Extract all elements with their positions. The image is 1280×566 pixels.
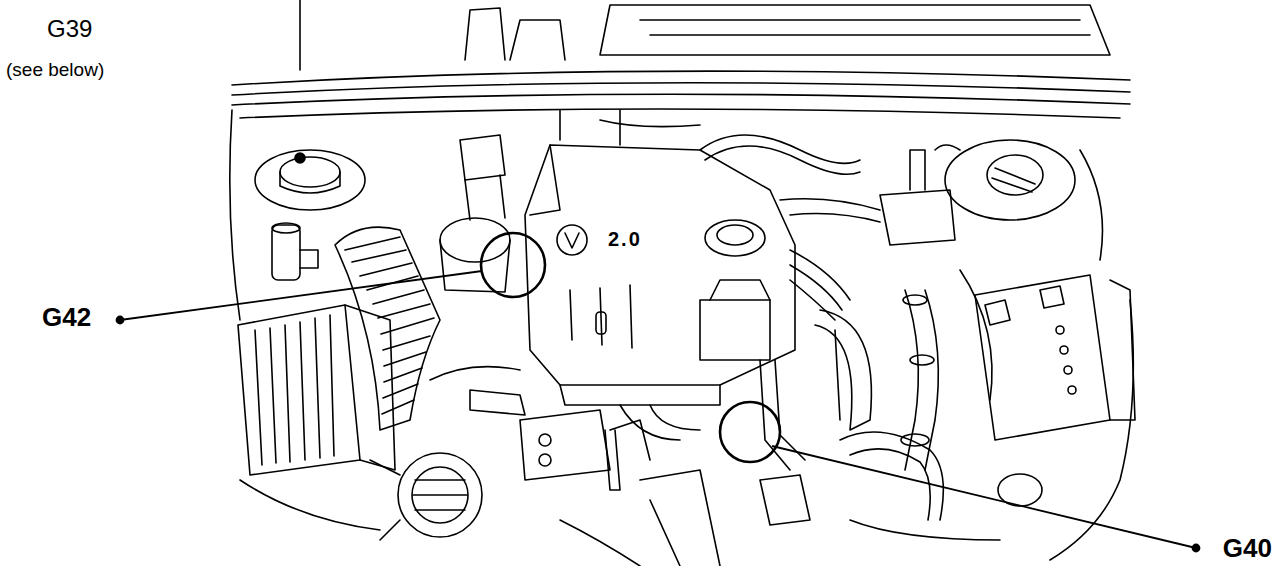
leader-dot <box>1193 545 1200 552</box>
illustration-line <box>370 460 400 540</box>
illustration-line <box>539 434 551 446</box>
illustration-line <box>440 218 510 262</box>
illustration-line <box>700 135 860 163</box>
illustration-line <box>700 300 770 360</box>
illustration-line <box>1064 366 1072 374</box>
illustration-line <box>240 109 1120 118</box>
illustration-line <box>299 0 301 70</box>
illustration-line <box>815 310 871 430</box>
illustration-line <box>238 305 360 475</box>
illustration-line <box>460 135 505 180</box>
illustration-line <box>295 153 305 163</box>
illustration-line <box>835 330 840 420</box>
illustration-line <box>1056 326 1064 334</box>
illustration-line <box>1050 300 1133 560</box>
part-code: G40 <box>1223 534 1272 563</box>
illustration-line <box>903 295 927 305</box>
illustration-line <box>272 223 300 233</box>
illustration-line <box>240 480 380 530</box>
illustration-line <box>710 280 770 300</box>
illustration-line <box>560 110 620 145</box>
illustration-line <box>720 402 780 462</box>
illustration-line <box>1068 386 1076 394</box>
engine-badge-text: 2.0 <box>606 228 644 250</box>
illustration-line <box>640 470 720 566</box>
illustration-line <box>790 250 850 320</box>
illustration-line <box>850 449 930 520</box>
illustration-line <box>987 155 1043 195</box>
illustration-line <box>596 312 606 334</box>
illustration-line <box>790 214 880 222</box>
illustration-line <box>412 467 468 523</box>
illustration-line <box>230 110 240 320</box>
illustration-line <box>992 168 1035 192</box>
illustration-line <box>430 367 520 380</box>
illustration-line <box>481 233 545 297</box>
illustration-line <box>880 190 955 245</box>
illustration-line <box>840 432 943 520</box>
illustration-line <box>1040 286 1064 308</box>
illustration-line <box>901 434 929 446</box>
illustration-line <box>905 290 918 470</box>
engine-bay-drawing <box>230 0 1135 566</box>
illustration-line <box>760 360 805 470</box>
illustration-line <box>465 8 505 60</box>
leader-line <box>772 446 1196 548</box>
illustration-line <box>850 520 1000 540</box>
illustration-line <box>560 385 720 405</box>
illustration-line <box>910 150 925 190</box>
leader-lines <box>117 271 1200 552</box>
illustration-line <box>525 145 795 385</box>
illustration-line <box>440 240 510 292</box>
illustration-line <box>780 199 880 210</box>
illustration-line <box>560 520 640 566</box>
illustration-line <box>570 285 632 348</box>
illustration-line <box>717 225 753 245</box>
illustration-line <box>280 157 340 187</box>
illustration-line <box>335 227 440 430</box>
illustration-line <box>640 20 1090 35</box>
illustration-line <box>232 94 1130 105</box>
illustration-line <box>255 150 365 210</box>
illustration-line <box>565 233 579 248</box>
illustration-line <box>975 275 1110 440</box>
illustration-line <box>345 237 434 414</box>
illustration-line <box>935 145 960 150</box>
part-code: G42 <box>42 303 91 332</box>
illustration-line <box>605 430 620 490</box>
illustration-line <box>705 220 765 256</box>
illustration-line <box>910 355 934 365</box>
illustration-line <box>760 475 810 525</box>
illustration-line <box>945 140 1075 220</box>
leader-line <box>120 271 482 320</box>
leader-dot <box>117 317 124 324</box>
illustration-line <box>1060 346 1068 354</box>
illustration-line <box>232 83 1130 95</box>
illustration-line <box>398 453 482 537</box>
note-text: (see below) <box>6 60 104 81</box>
illustration-line <box>1080 150 1103 260</box>
illustration-line <box>600 5 1110 55</box>
illustration-line <box>255 315 334 465</box>
illustration-line <box>1110 280 1135 420</box>
illustration-line <box>413 480 467 510</box>
illustration-line <box>520 410 610 480</box>
illustration-line <box>280 172 340 193</box>
illustration-line <box>510 20 565 60</box>
illustration-line <box>530 145 560 215</box>
illustration-line <box>345 305 395 470</box>
illustration-line <box>985 300 1010 325</box>
illustration-line <box>465 175 505 220</box>
illustration-line <box>557 225 587 255</box>
illustration-line <box>705 146 860 174</box>
part-code: G39 <box>47 16 92 42</box>
illustration-line <box>600 120 700 127</box>
illustration-line <box>539 454 551 466</box>
illustration-line <box>300 250 318 268</box>
illustration-line <box>470 390 525 415</box>
